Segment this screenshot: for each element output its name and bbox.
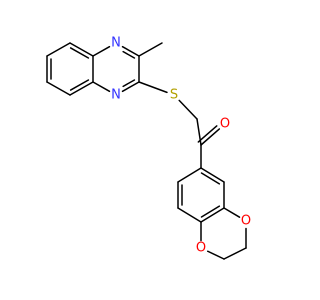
bond-co-o1 — [200, 128, 221, 146]
bond-b1-b2-inner — [200, 172, 221, 185]
bond-c2-me — [138, 42, 163, 57]
bond-co-o1-second — [197, 125, 218, 143]
atom-label-s1: S — [170, 88, 178, 103]
bond-b3-b4 — [200, 207, 225, 223]
bond-c3-n2 — [121, 81, 140, 93]
bond-b3-o2 — [223, 207, 241, 218]
bond-d1-d2 — [223, 247, 247, 260]
bond-lines — [46, 42, 247, 260]
bond-q3-q4-inner — [69, 79, 90, 91]
bond-c3-s1 — [138, 81, 168, 94]
bond-q5-q6 — [69, 42, 94, 57]
bond-b3-b4-inner — [200, 205, 221, 218]
bond-q5-n1 — [92, 45, 111, 57]
bond-q3-q4 — [69, 81, 94, 96]
atom-labels: N N S O O O — [111, 36, 251, 256]
bond-q5-q6-inner — [69, 47, 90, 59]
bond-b4-b5 — [177, 207, 202, 223]
bond-q2-q3 — [46, 81, 71, 96]
bond-o3-d2 — [207, 250, 225, 260]
atom-label-n2: N — [111, 88, 121, 103]
atom-label-o1: O — [220, 117, 230, 132]
bond-s1-ch2 — [178, 99, 198, 120]
atom-label-o3: O — [196, 241, 206, 256]
atom-label-n1: N — [111, 36, 121, 51]
atom-label-o2: O — [241, 214, 251, 229]
bond-n2-q4 — [92, 81, 111, 93]
bond-q6-q1 — [46, 42, 71, 57]
bond-n1-c2 — [121, 45, 140, 57]
molecule-structure: N N S O O O — [46, 35, 252, 260]
bond-b6-b1 — [177, 167, 202, 183]
bond-n1-c2-inner — [122, 50, 136, 59]
bond-c3-n2-inner — [122, 79, 136, 88]
bond-b1-b2 — [200, 167, 225, 183]
